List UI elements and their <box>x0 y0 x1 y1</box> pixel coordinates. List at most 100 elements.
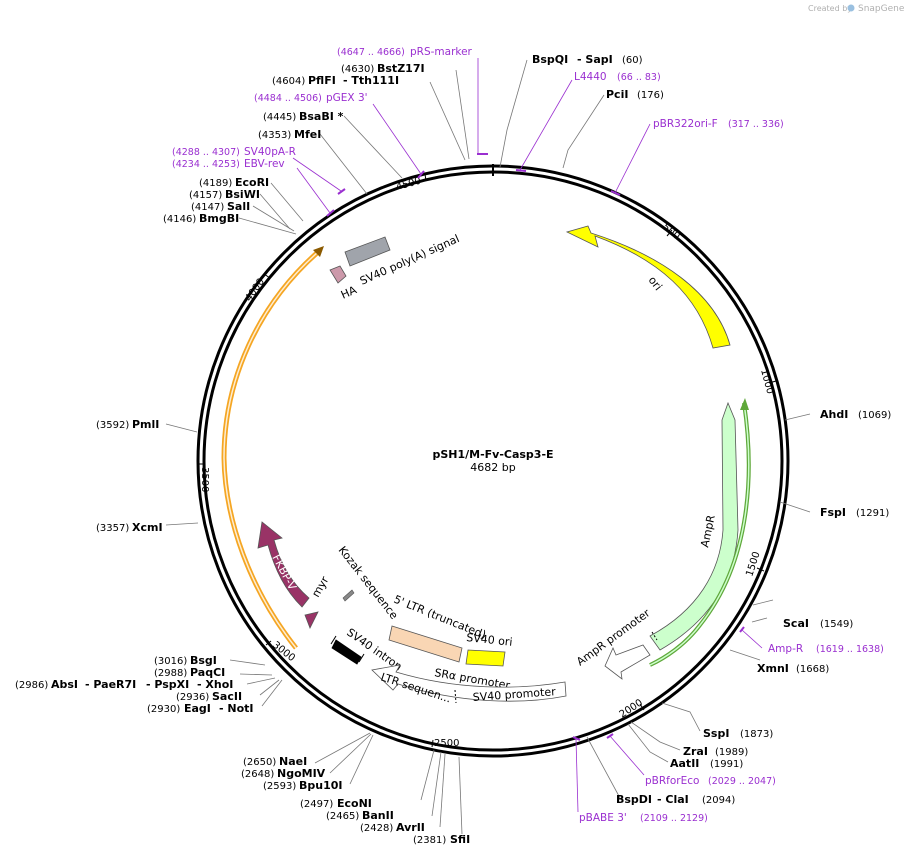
svg-text:BsiWI: BsiWI <box>225 188 260 201</box>
svg-text:- XhoI: - XhoI <box>197 678 233 691</box>
feature-ltr-sv40-promoter <box>371 664 567 702</box>
site-fspi: FspI (1291) <box>820 506 889 519</box>
svg-text:(4353): (4353) <box>258 130 291 141</box>
plasmid-size: 4682 bp <box>470 461 515 474</box>
primer-pgex3: (4484 .. 4506) pGEX 3' <box>254 92 368 104</box>
feature-kozak <box>342 589 355 602</box>
svg-text:pBRforEco: pBRforEco <box>645 775 699 787</box>
primer-pbabe3: pBABE 3'(2109 .. 2129) <box>579 812 708 824</box>
site-pflfi: (4604)PflFI- Tth111I <box>272 74 399 87</box>
feature-sv40-ori <box>465 649 506 667</box>
site-bsabi: (4445)BsaBI * <box>263 110 344 123</box>
credit-prefix: Created by <box>808 4 852 13</box>
primer-sv40pa-r: (4288 .. 4307)SV40pA-R <box>172 146 296 158</box>
site-ecori: (4189)EcoRI <box>199 176 269 189</box>
credit-brand: SnapGene <box>858 4 905 14</box>
svg-text:BspQI: BspQI <box>532 53 568 66</box>
svg-text:- PaeR7I: - PaeR7I <box>85 678 136 691</box>
svg-text:(1069): (1069) <box>858 410 891 421</box>
svg-text:NaeI: NaeI <box>279 755 307 768</box>
snapgene-logo-icon <box>847 4 855 12</box>
svg-text:XmnI: XmnI <box>757 662 789 675</box>
svg-text:- Tth111I: - Tth111I <box>343 74 399 87</box>
svg-text:AmpR: AmpR <box>698 513 718 548</box>
svg-text:HA: HA <box>339 283 359 301</box>
svg-text:- ClaI: - ClaI <box>657 793 689 806</box>
svg-text:3500: 3500 <box>199 467 210 492</box>
primer-prs-marker: (4647 .. 4666) pRS-marker <box>337 46 473 58</box>
svg-text:(4484 .. 4506): (4484 .. 4506) <box>254 93 322 104</box>
svg-text:ScaI: ScaI <box>783 617 809 630</box>
site-sspi: SspI(1873) <box>703 727 773 740</box>
svg-text:- NotI: - NotI <box>219 702 254 715</box>
site-zrai: ZraI(1989) <box>683 745 748 758</box>
svg-text:FKBP-V: FKBP-V <box>269 552 299 592</box>
site-pcii: PciI(176) <box>606 88 664 101</box>
feature-ampr <box>649 401 739 651</box>
site-bsgi: (3016)BsgI <box>154 654 217 667</box>
site-labels: BspQI- SapI(60) PciI(176) AhdI(1069) Fsp… <box>15 53 891 846</box>
svg-text:MfeI: MfeI <box>294 128 321 141</box>
site-leaders <box>165 59 811 835</box>
primer-l4440: L4440(66 .. 83) <box>574 71 661 83</box>
primer-leaders <box>292 58 763 813</box>
svg-text:(4234 .. 4253): (4234 .. 4253) <box>172 159 240 170</box>
feature-fkbpv <box>257 521 310 608</box>
feature-ori <box>565 225 731 349</box>
svg-text:(60): (60) <box>622 55 643 66</box>
site-avrii: (2428)AvrII <box>360 821 425 834</box>
svg-text:ori: ori <box>646 274 665 293</box>
svg-text:SfiI: SfiI <box>450 833 470 846</box>
site-bspdi: BspDI- ClaI(2094) <box>616 793 735 806</box>
svg-text:BspDI: BspDI <box>616 793 652 806</box>
site-absi: (2986)AbsI- PaeR7I- PspXI- XhoI <box>15 678 233 691</box>
svg-text:(3357): (3357) <box>96 523 129 534</box>
site-banii: (2465)BanII <box>326 809 394 822</box>
svg-text:SacII: SacII <box>212 690 242 703</box>
site-xcmi: (3357)XcmI <box>96 521 163 534</box>
svg-text:SV40 ori: SV40 ori <box>466 631 513 649</box>
svg-text:2500: 2500 <box>434 738 459 749</box>
svg-text:EcoNI: EcoNI <box>337 797 372 810</box>
svg-text:(2381): (2381) <box>413 835 446 846</box>
svg-text:Bpu10I: Bpu10I <box>299 779 343 792</box>
tick-3500: 3500 <box>197 463 210 492</box>
svg-text:(3016): (3016) <box>154 656 187 667</box>
site-bstz17i: (4630)BstZ17I <box>341 62 425 75</box>
svg-text:(4647 .. 4666): (4647 .. 4666) <box>337 47 405 58</box>
svg-text:(317 .. 336): (317 .. 336) <box>728 119 784 130</box>
site-sali: (4147)SalI <box>191 200 250 213</box>
svg-text:myr: myr <box>309 574 331 600</box>
feature-sv40-polya <box>344 236 391 267</box>
svg-text:(2497): (2497) <box>300 799 333 810</box>
site-econi: (2497) EcoNI <box>300 797 372 810</box>
svg-text:(1619 .. 1638): (1619 .. 1638) <box>816 644 884 655</box>
svg-text:4000: 4000 <box>243 277 267 304</box>
primer-labels: (4647 .. 4666) pRS-marker L4440(66 .. 83)… <box>172 46 884 824</box>
svg-text:SV40pA-R: SV40pA-R <box>244 146 296 158</box>
svg-text:(1668): (1668) <box>796 664 829 675</box>
site-ngomiv: (2648)NgoMIV <box>241 767 326 780</box>
svg-text:pRS-marker: pRS-marker <box>410 46 473 58</box>
feature-ampr-promoter <box>604 644 651 680</box>
site-paqci: (2988)PaqCI <box>154 666 225 679</box>
site-ahdi: AhdI (1069) <box>820 408 891 421</box>
svg-text:(2029 .. 2047): (2029 .. 2047) <box>708 776 776 787</box>
svg-text:(2465): (2465) <box>326 811 359 822</box>
tick-1500: 1500 <box>744 550 765 578</box>
svg-text:(4147): (4147) <box>191 202 224 213</box>
svg-text:(1291): (1291) <box>856 508 889 519</box>
svg-text:(4604): (4604) <box>272 76 305 87</box>
feature-5ltr <box>388 625 463 663</box>
primer-pbr322ori-f: pBR322ori-F(317 .. 336) <box>653 118 784 130</box>
svg-text:pGEX 3': pGEX 3' <box>326 92 368 104</box>
svg-text:BanII: BanII <box>362 809 394 822</box>
primer-marks <box>326 153 745 741</box>
svg-text:(4146): (4146) <box>163 214 196 225</box>
svg-text:(4157): (4157) <box>189 190 222 201</box>
feature-sv40-intron <box>331 639 362 665</box>
svg-text:FspI: FspI <box>820 506 846 519</box>
svg-text:AhdI: AhdI <box>820 408 848 421</box>
primer-pbrforeco: pBRforEco (2029 .. 2047) <box>645 775 776 787</box>
